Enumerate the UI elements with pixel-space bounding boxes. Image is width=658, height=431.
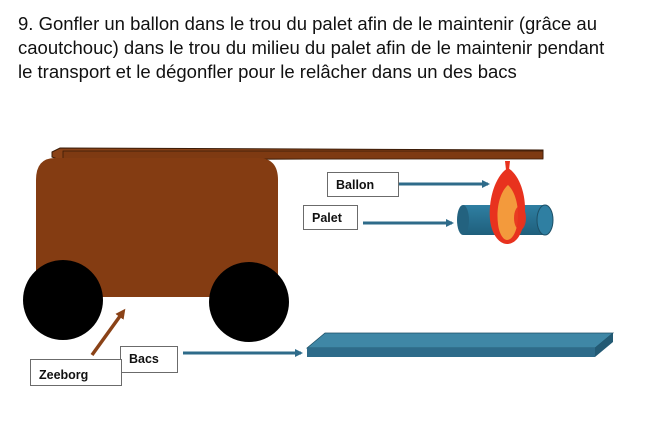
- zeeborg-label: Zeeborg: [30, 359, 122, 386]
- palet-label: Palet: [303, 205, 358, 230]
- bacs-label: Bacs: [120, 346, 178, 373]
- robot-arm: [51, 147, 544, 161]
- ballon-label: Ballon: [327, 172, 399, 197]
- balloon: [489, 161, 526, 244]
- instruction-text: 9. Gonfler un ballon dans le trou du pal…: [18, 13, 605, 82]
- left-wheel: [23, 260, 103, 340]
- tray-bacs: [305, 332, 615, 357]
- zeeborg-arrow: [90, 308, 126, 357]
- robot-body: [36, 158, 278, 297]
- right-wheel: [209, 262, 289, 342]
